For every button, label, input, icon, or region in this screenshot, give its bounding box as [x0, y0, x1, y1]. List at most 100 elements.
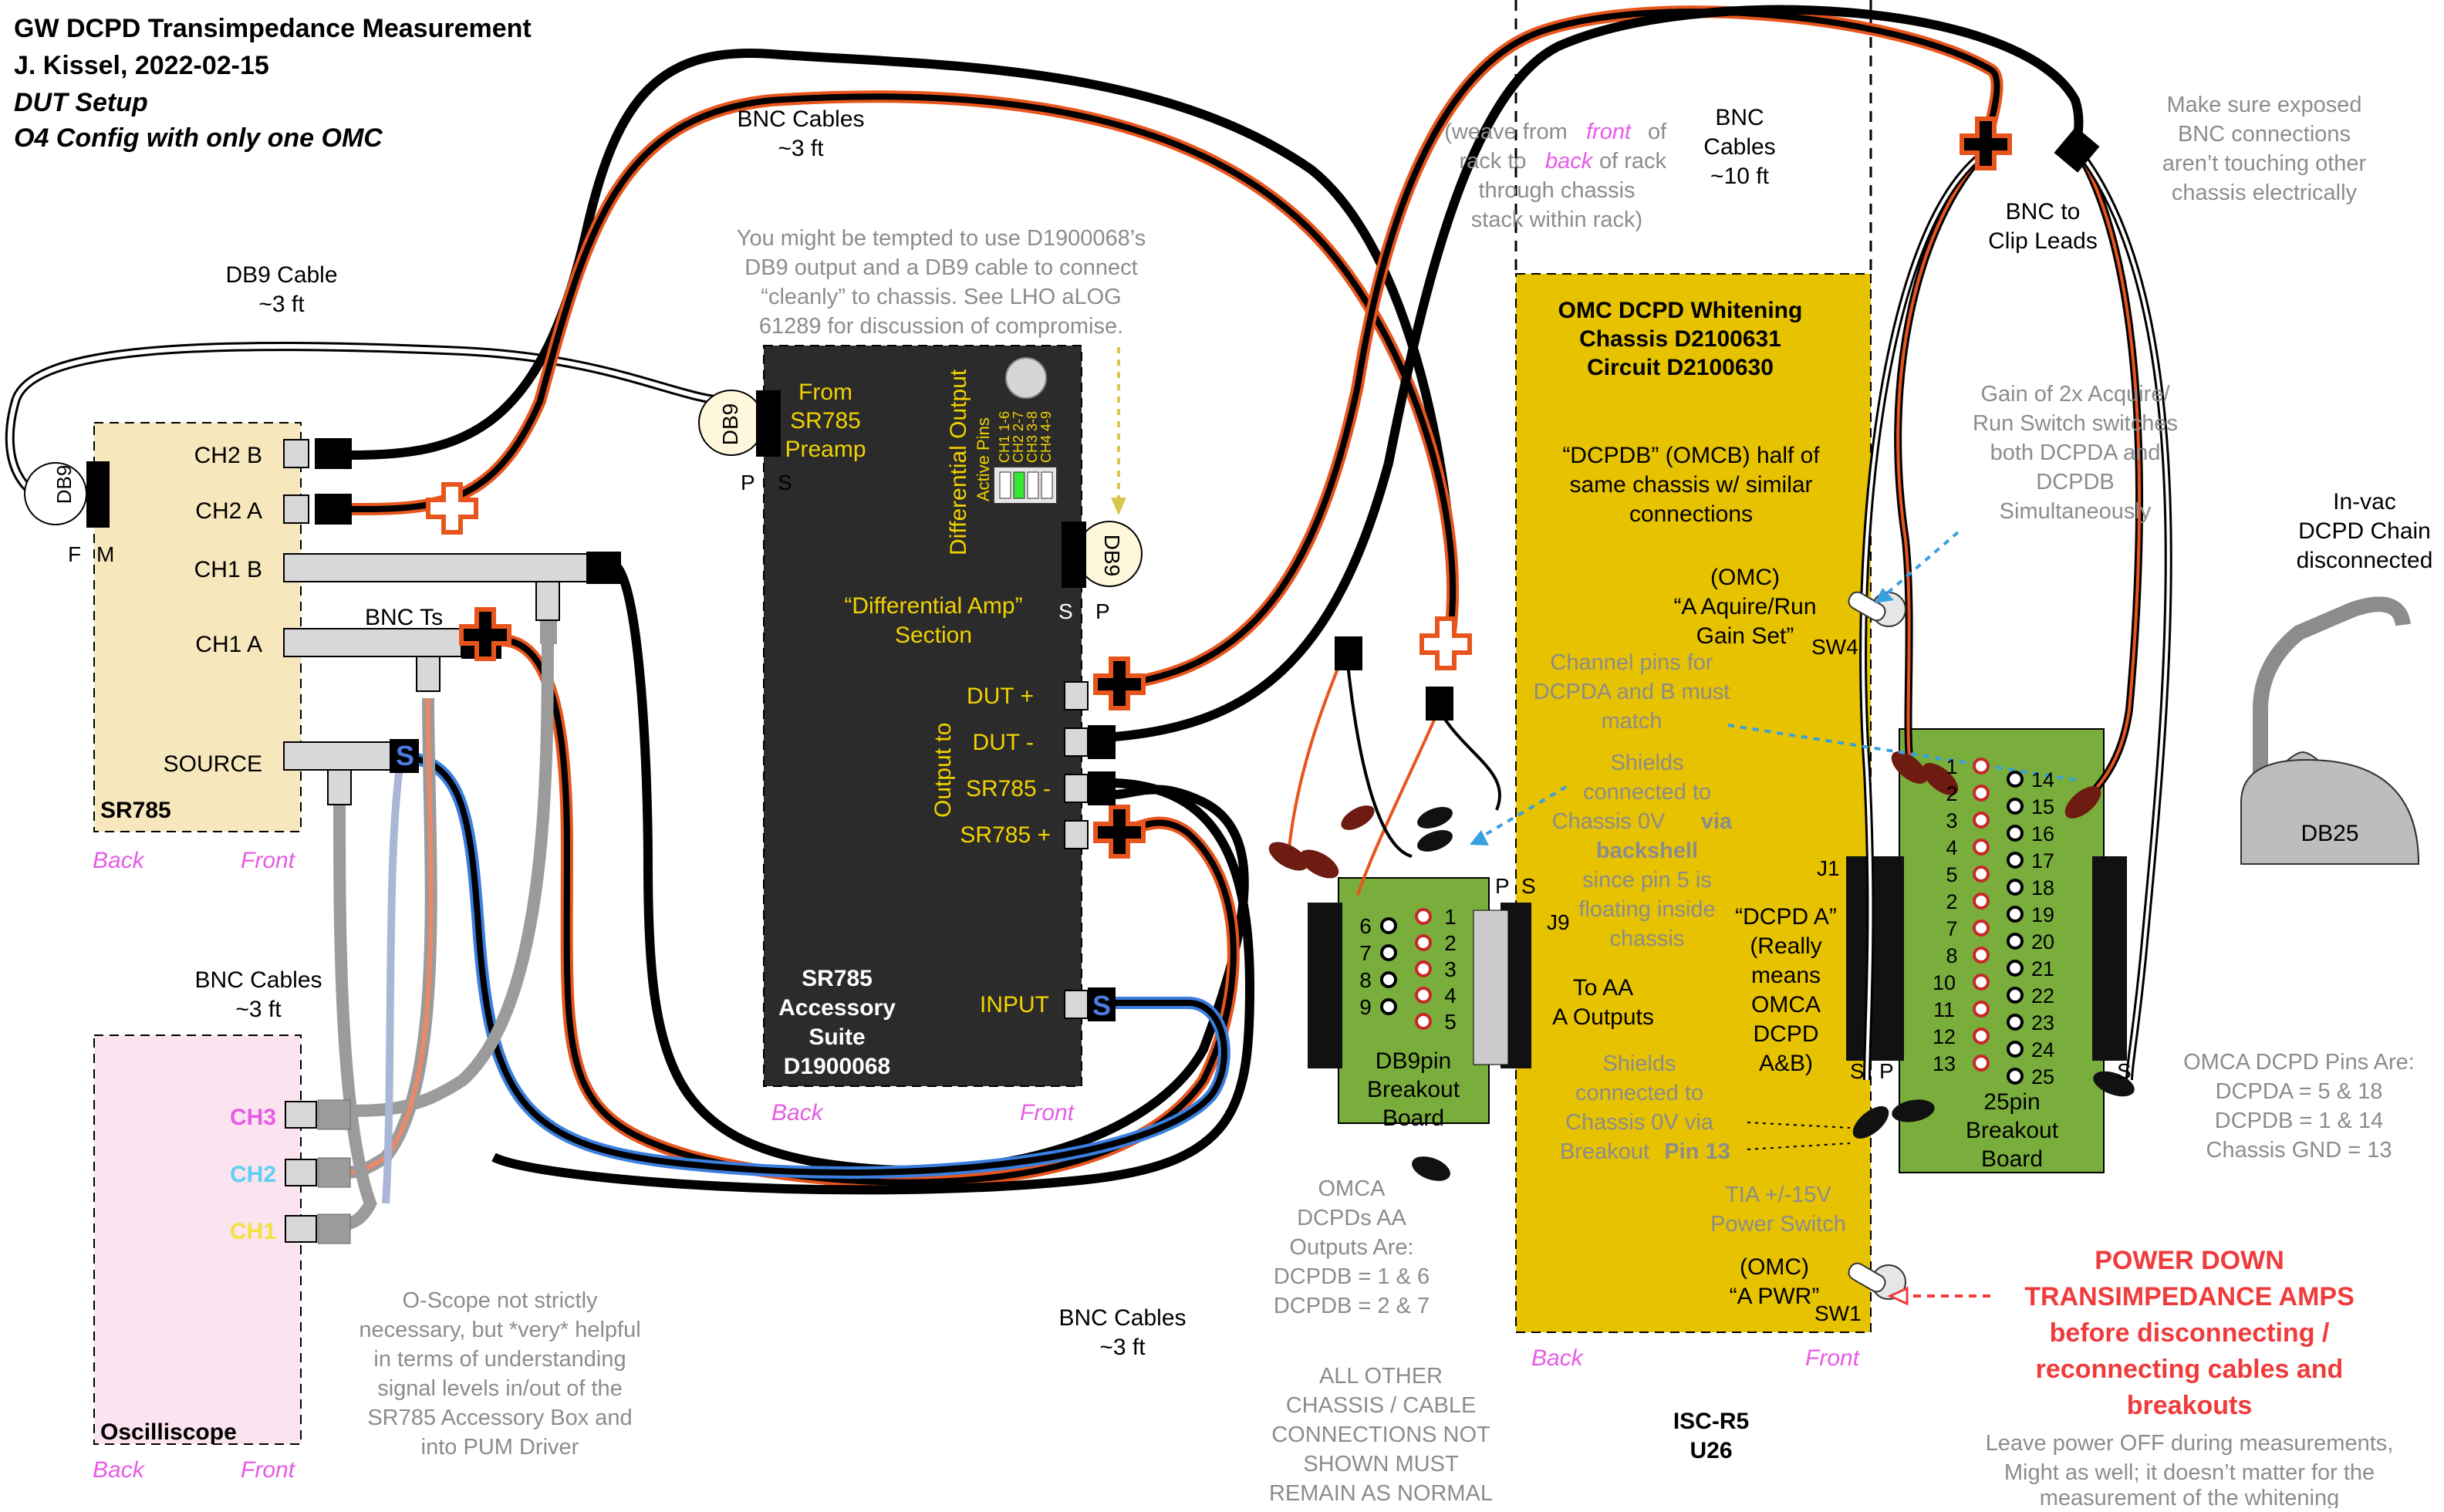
all-other-5: REMAIN AS NORMAL	[1269, 1481, 1493, 1506]
weave-2b: back	[1545, 149, 1594, 174]
ch1b-label: CH1 B	[194, 557, 262, 582]
ch1b-t-grey	[540, 621, 557, 644]
cable-scope-ch1	[333, 802, 377, 1233]
subtitle-dut: DUT Setup	[14, 88, 148, 117]
channel-pins-2: DCPDA and B must	[1534, 680, 1730, 704]
bnc-plug-black	[2054, 127, 2100, 173]
scope-ch2-port[interactable]	[285, 1159, 317, 1186]
dcpdb-half-1: “DCPDB” (OMCB) half of	[1562, 443, 1820, 468]
breakout25-label-3: Board	[1981, 1146, 2043, 1172]
tia-2: Power Switch	[1710, 1212, 1846, 1237]
pin	[1973, 1028, 1990, 1045]
pin	[1380, 944, 1397, 961]
clip-head	[1268, 842, 1308, 871]
weave-1c: of	[1648, 120, 1667, 144]
rack-label-2: U26	[1690, 1438, 1732, 1463]
m-label: M	[96, 542, 114, 566]
source-t	[283, 741, 393, 771]
scope-ch1-port[interactable]	[285, 1215, 317, 1243]
clip-lead-red-1	[1896, 153, 1984, 757]
dip-switch[interactable]	[999, 471, 1011, 499]
shields1-2: connected to	[1583, 780, 1711, 805]
bnc-bottom-label: BNC Cables	[1058, 1305, 1186, 1331]
chassis-box	[1515, 273, 1872, 1333]
scope-ch3-port[interactable]	[285, 1101, 317, 1129]
pin-label: 25	[2031, 1065, 2054, 1088]
dut-minus-port[interactable]	[1064, 727, 1089, 757]
acc-p2-label: P	[1095, 599, 1110, 623]
input-port[interactable]	[1064, 990, 1089, 1019]
db9-breakout-label-3: Board	[1382, 1105, 1444, 1131]
all-other-note: ALL OTHER CHASSIS / CABLE CONNECTIONS NO…	[1269, 1364, 1493, 1506]
acc-s-label: S	[778, 471, 792, 494]
ch2b-plug	[315, 438, 352, 469]
pin-label: 3	[1946, 809, 1957, 832]
dip-switch[interactable]	[1013, 471, 1025, 499]
dcpdb-half-3: connections	[1629, 501, 1753, 527]
pin	[1415, 960, 1432, 977]
ch2b-port[interactable]	[283, 439, 309, 468]
pin-label: 5	[1444, 1010, 1457, 1034]
breakout25-right-conn	[2092, 856, 2127, 1061]
pin	[1973, 974, 1990, 991]
pin	[2007, 906, 2024, 923]
invac-2: DCPD Chain	[2298, 518, 2431, 544]
gain-note-4: DCPDB	[2036, 470, 2115, 494]
page-title: GW DCPD Transimpedance Measurement	[14, 14, 532, 43]
pin-label: 15	[2031, 795, 2054, 818]
pin	[1380, 917, 1397, 934]
leave-power-3: measurement of the whitening	[2040, 1486, 2340, 1508]
cable-ch2a	[350, 93, 1456, 633]
pin-label: 7	[1946, 917, 1957, 940]
cable-source	[400, 754, 1227, 1176]
pin-ch2: CH2 2-7	[1011, 411, 1026, 463]
ch1a-label: CH1 A	[195, 632, 262, 657]
dip-switch[interactable]	[1027, 471, 1039, 499]
pin-ch1: CH1 1-6	[997, 411, 1012, 463]
input-label: INPUT	[980, 992, 1049, 1018]
sr785-minus-plug	[1088, 771, 1116, 805]
dip-switch[interactable]	[1041, 471, 1053, 499]
sw1-lever[interactable]	[1846, 1261, 1888, 1294]
pin	[2007, 1068, 2024, 1085]
pin	[1973, 893, 1990, 910]
cable-ch2b	[350, 49, 1455, 541]
all-other-2: CHASSIS / CABLE	[1286, 1393, 1477, 1418]
pin-label: 19	[2031, 903, 2054, 926]
gain-note-3: both DCPDA and	[1990, 440, 2161, 465]
omca-note-5: DCPDB = 2 & 7	[1274, 1294, 1430, 1318]
sr785-plus-port[interactable]	[1064, 820, 1089, 849]
bnc-rack-label-1: BNC	[1715, 105, 1764, 130]
pin	[1415, 934, 1432, 951]
sr785-minus-port[interactable]	[1064, 774, 1089, 803]
source-t-stem	[327, 769, 352, 805]
source-label: SOURCE	[164, 751, 262, 777]
shields1-7: floating inside	[1578, 897, 1715, 922]
oscilloscope-box	[93, 1034, 302, 1445]
pin-label: 23	[2031, 1011, 2054, 1034]
invac-1: In-vac	[2333, 489, 2396, 515]
db9-breakout-board	[1338, 877, 1490, 1124]
sw4-lever[interactable]	[1846, 589, 1888, 623]
shields2-3: Chassis 0V via	[1565, 1110, 1714, 1135]
dut-plus-port[interactable]	[1064, 681, 1089, 710]
from-label-2: SR785	[790, 408, 861, 434]
pin-label: 2	[1946, 890, 1957, 913]
scope-note-6: into PUM Driver	[421, 1435, 579, 1460]
orange-cross-icon	[1093, 656, 1146, 710]
knob-icon[interactable]	[1005, 357, 1047, 399]
gain-arrowhead	[1875, 588, 1894, 603]
shield-arrow	[1480, 785, 1568, 839]
ch2a-port[interactable]	[283, 494, 309, 524]
scope-front: Front	[241, 1457, 296, 1483]
breakout25-pin-circles	[1973, 758, 2024, 1085]
bnc-left-length: ~3 ft	[235, 997, 282, 1022]
clip-head	[1852, 1106, 1889, 1139]
shield-s-icon: S	[1092, 990, 1111, 1021]
scope-note-2: necessary, but *very* helpful	[359, 1318, 640, 1342]
chassis-back: Back	[1531, 1345, 1585, 1371]
chassis-front: Front	[1805, 1345, 1861, 1371]
pin	[1415, 987, 1432, 1004]
pin-label: 12	[1933, 1025, 1956, 1048]
